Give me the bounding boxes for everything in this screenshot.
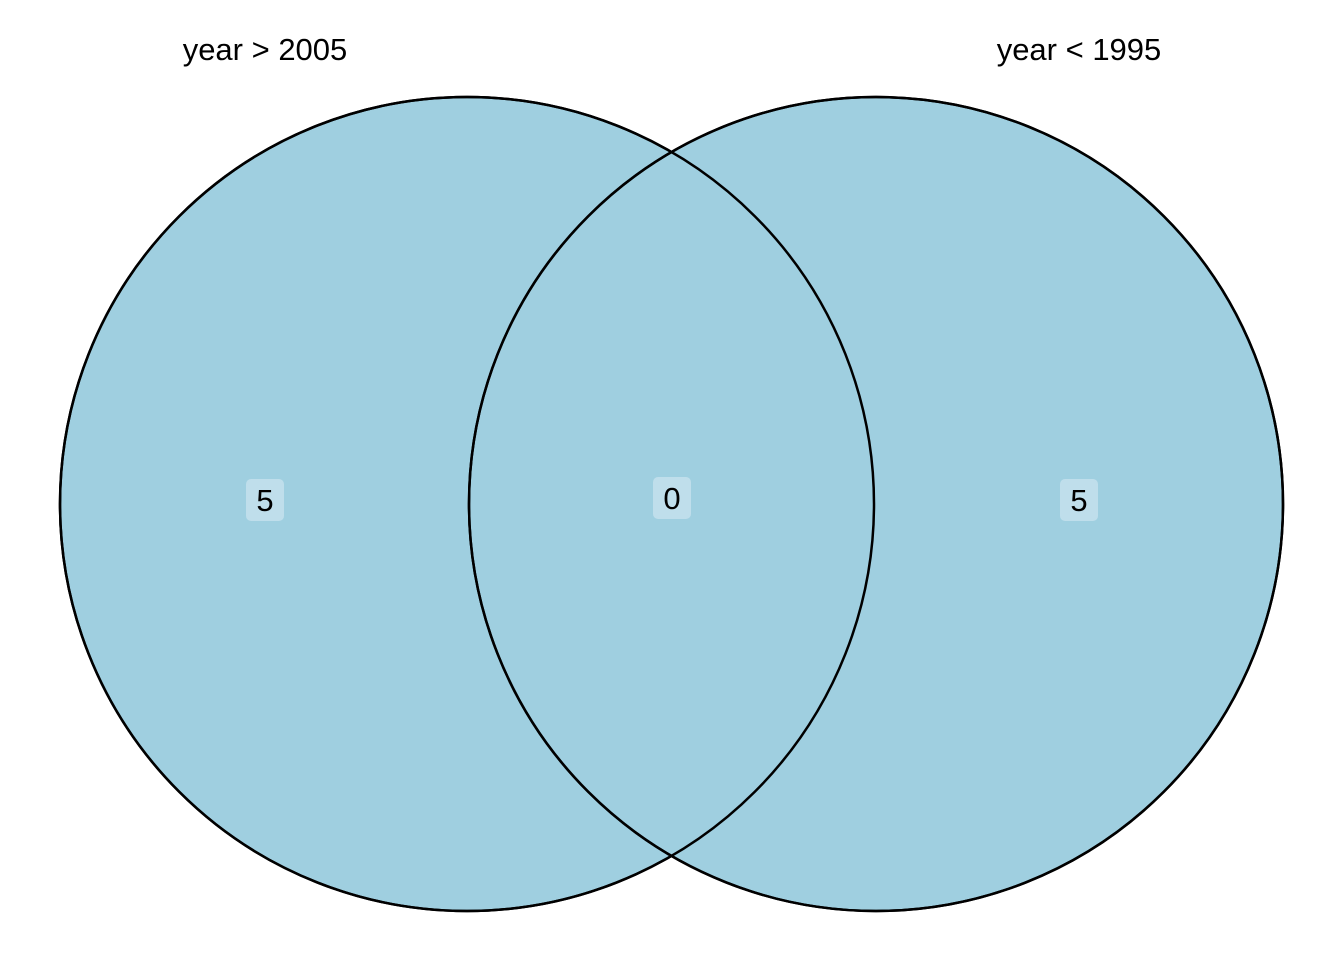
count-box: [246, 479, 284, 521]
set-label-year-gt-2005: year > 2005: [183, 32, 348, 67]
region-count-left-only: 5: [246, 479, 284, 521]
set-outline-year-lt-1995: [467, 95, 1285, 913]
region-count-intersection: 0: [653, 477, 691, 519]
count-value: 0: [663, 481, 680, 516]
count-box: [1060, 479, 1098, 521]
count-box: [653, 477, 691, 519]
region-count-right-only: 5: [1060, 479, 1098, 521]
set-circle-year-lt-1995: [467, 95, 1285, 913]
count-value: 5: [1070, 483, 1087, 518]
count-value: 5: [256, 483, 273, 518]
set-outline-year-gt-2005: [58, 95, 876, 913]
set-label-year-lt-1995: year < 1995: [997, 32, 1162, 67]
